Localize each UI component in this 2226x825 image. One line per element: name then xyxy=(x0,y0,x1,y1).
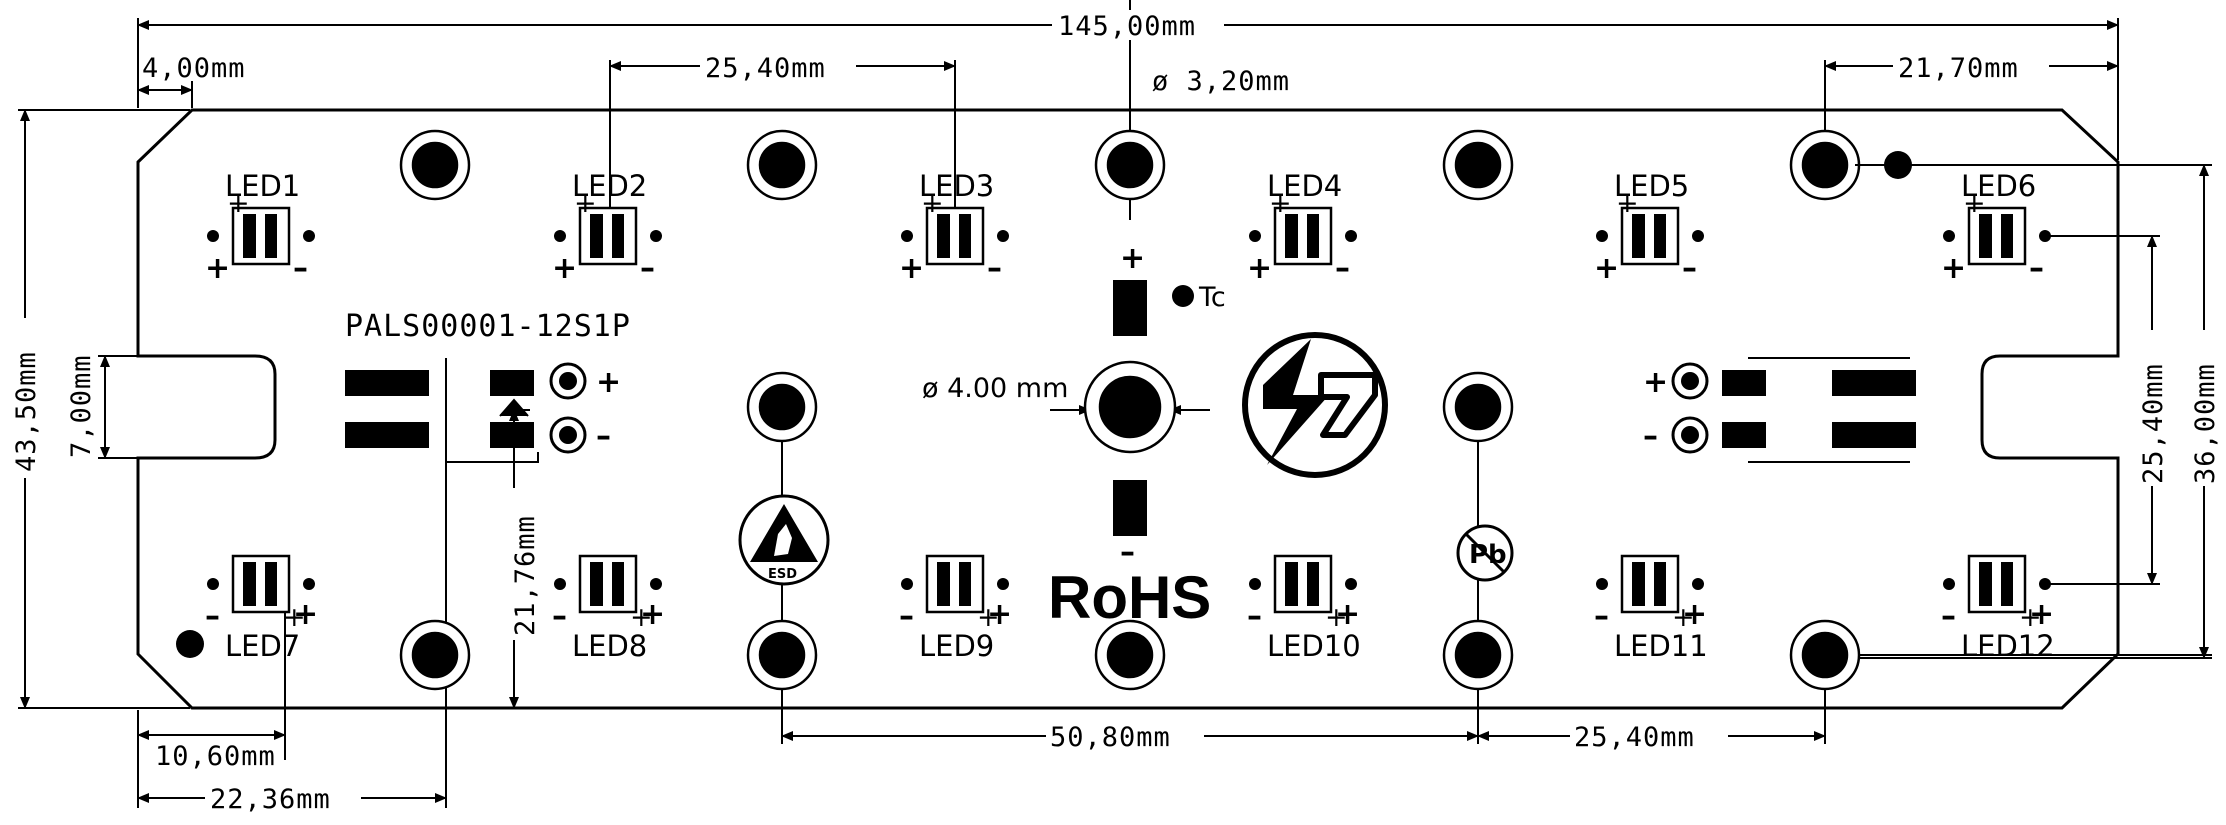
fiducial-bottom-left xyxy=(176,630,204,658)
led-label: LED11 xyxy=(1614,629,1708,663)
led-minus-sign: – xyxy=(293,251,308,286)
led-plus-sign: + xyxy=(552,251,577,286)
led-small-plus: + xyxy=(630,602,653,633)
led-minus-sign: – xyxy=(1682,251,1697,286)
led-plus-sign: + xyxy=(640,597,665,632)
led-small-plus: + xyxy=(1325,602,1348,633)
connector-right-plus: + xyxy=(1643,365,1668,400)
dim-slot-height: 7,00mm xyxy=(66,354,97,458)
connector-left-plus: + xyxy=(596,365,621,400)
connector-right: + – xyxy=(1643,357,1916,463)
led-footprint-led7: LED7+ – + xyxy=(205,554,318,663)
led-minus-sign: – xyxy=(899,599,914,634)
dimension-labels: 145,00mm 4,00mm 25,40mm ø 3,20mm 21,70mm… xyxy=(10,10,2221,815)
led-footprint-led8: LED8+ – + xyxy=(552,554,665,663)
led-label: LED5 xyxy=(1614,169,1689,203)
led-footprint-led10: LED10+ – + xyxy=(1247,554,1361,663)
led-footprint-led4: LED4+–+ xyxy=(1247,169,1357,286)
dim-right-hole-offset: 21,70mm xyxy=(1898,53,2019,84)
led-label: LED12 xyxy=(1961,629,2055,663)
dim-total-height: 43,50mm xyxy=(11,351,42,472)
center-features: + – Tc RoHS xyxy=(1048,241,1226,631)
led-label: LED3 xyxy=(919,169,994,203)
led-minus-sign: – xyxy=(640,251,655,286)
led-small-plus: + xyxy=(227,188,250,219)
led-small-plus: + xyxy=(921,188,944,219)
dim-bottom-pitch: 25,40mm xyxy=(1574,722,1695,753)
dim-center-hole-diameter: ø 4.00 mm xyxy=(922,373,1068,404)
led-row-top: LED1+–+LED2+–+LED3+–+LED4+–+LED5+–+LED6+… xyxy=(205,169,2160,286)
dim-right-row-spacing: 25,40mm xyxy=(2138,363,2169,484)
part-number: PALS00001-12S1P xyxy=(345,309,631,344)
led-minus-sign: – xyxy=(987,251,1002,286)
connector-right-minus: – xyxy=(1643,419,1658,454)
led-label: LED8 xyxy=(572,629,647,663)
rohs-label: RoHS xyxy=(1048,564,1211,631)
led-plus-sign: + xyxy=(1594,251,1619,286)
mounting-holes xyxy=(399,129,1861,691)
led-small-plus: + xyxy=(1672,602,1695,633)
led-small-plus: + xyxy=(574,188,597,219)
fiducial-top-right xyxy=(1884,151,1912,179)
led-plus-sign: + xyxy=(1682,597,1707,632)
dim-left-offset-2: 22,36mm xyxy=(210,784,331,815)
dim-right-hole-spacing: 36,00mm xyxy=(2190,363,2221,484)
pb-free-symbol: Pb xyxy=(1456,524,1514,582)
tc-label: Tc xyxy=(1198,282,1226,313)
led-small-plus: + xyxy=(283,602,306,633)
led-footprint-led5: LED5+–+ xyxy=(1594,169,1704,286)
led-footprint-led2: LED2+–+ xyxy=(552,169,662,286)
led-footprint-led3: LED3+–+ xyxy=(899,169,1009,286)
led-label: LED2 xyxy=(572,169,647,203)
led-small-plus: + xyxy=(1963,188,1986,219)
led-plus-sign: + xyxy=(1247,251,1272,286)
center-plus: + xyxy=(1120,241,1145,276)
esd-label: ESD xyxy=(768,567,797,582)
led-footprint-led1: LED1+–+ xyxy=(205,169,315,286)
led-minus-sign: – xyxy=(1335,251,1350,286)
led-small-plus: + xyxy=(2019,602,2042,633)
brand-logo xyxy=(1242,332,1388,478)
led-row-bottom: LED7+–+LED8+–+LED9+–+LED10+–+LED11+–+LED… xyxy=(205,554,2160,663)
dim-corner-offset: 4,00mm xyxy=(142,53,246,84)
led-label: LED6 xyxy=(1961,169,2036,203)
led-footprint-led12: LED12+ – + xyxy=(1941,554,2055,663)
led-minus-sign: – xyxy=(2029,251,2044,286)
led-footprint-led9: LED9+ – + xyxy=(899,554,1012,663)
led-plus-sign: + xyxy=(899,251,924,286)
dim-hole-diameter: ø 3,20mm xyxy=(1152,66,1290,97)
led-label: LED1 xyxy=(225,169,300,203)
connector-left: PALS00001-12S1P + – xyxy=(345,309,631,463)
led-minus-sign: – xyxy=(1247,599,1262,634)
led-label: LED9 xyxy=(919,629,994,663)
led-plus-sign: + xyxy=(1941,251,1966,286)
led-minus-sign: – xyxy=(1594,599,1609,634)
dim-left-offset-1: 10,60mm xyxy=(155,741,276,772)
esd-symbol: ESD xyxy=(738,494,830,586)
led-footprint-led6: LED6+–+ xyxy=(1941,169,2051,286)
led-minus-sign: – xyxy=(552,599,567,634)
led-plus-sign: + xyxy=(987,597,1012,632)
led-minus-sign: – xyxy=(1941,599,1956,634)
led-label: LED10 xyxy=(1267,629,1361,663)
dim-total-width: 145,00mm xyxy=(1058,11,1196,42)
led-label: LED7 xyxy=(225,629,300,663)
led-plus-sign: + xyxy=(2029,597,2054,632)
connector-left-minus: – xyxy=(596,419,611,454)
dim-connector-offset-v: 21,76mm xyxy=(510,515,541,636)
led-small-plus: + xyxy=(977,602,1000,633)
dim-led-pitch-top: 25,40mm xyxy=(705,53,826,84)
dim-bottom-span: 50,80mm xyxy=(1050,722,1171,753)
led-plus-sign: + xyxy=(293,597,318,632)
led-minus-sign: – xyxy=(205,599,220,634)
led-footprint-led11: LED11+ – + xyxy=(1594,554,1708,663)
center-minus: – xyxy=(1120,535,1135,570)
led-plus-sign: + xyxy=(205,251,230,286)
led-small-plus: + xyxy=(1269,188,1292,219)
led-plus-sign: + xyxy=(1335,597,1360,632)
led-label: LED4 xyxy=(1267,169,1342,203)
led-small-plus: + xyxy=(1616,188,1639,219)
